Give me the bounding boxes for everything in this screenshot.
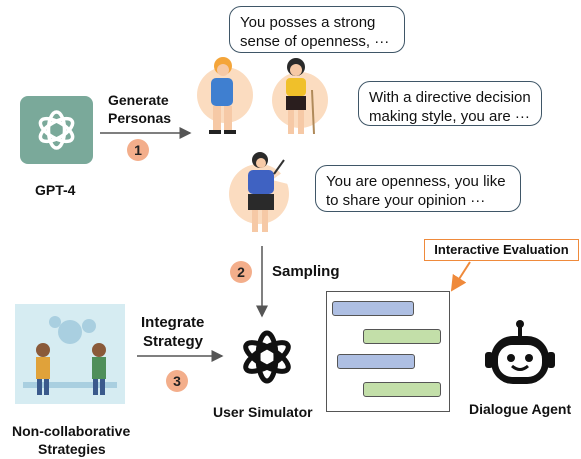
persona-illustration-2	[272, 58, 328, 135]
persona-bubble-1: You posses a strong sense of openness, ·…	[229, 6, 405, 53]
bubble-2-line2: making style, you are ···	[369, 108, 530, 125]
chat-bubble-agent	[363, 382, 441, 397]
persona-illustration-1	[197, 57, 253, 134]
bubble-2-line1: With a directive decision	[369, 89, 531, 106]
strategies-label-line2: Strategies	[38, 441, 106, 457]
step-1-badge: 1	[127, 139, 149, 161]
sampling-label: Sampling	[272, 263, 340, 280]
step-2-badge: 2	[230, 261, 252, 283]
evaluation-tag: Interactive Evaluation	[424, 239, 579, 261]
bubble-1-line1: You posses a strong	[240, 14, 376, 31]
dialogue-agent-label: Dialogue Agent	[469, 401, 572, 417]
bubble-1-line2: sense of openness, ···	[240, 33, 390, 50]
persona-bubble-3: You are openness, you like to share your…	[315, 165, 521, 212]
bubble-3-line2: to share your opinion ···	[326, 192, 486, 209]
conversation-panel	[326, 291, 450, 412]
generate-label: Generate	[108, 92, 169, 108]
user-simulator-label: User Simulator	[213, 404, 313, 420]
strategy-label: Strategy	[143, 333, 204, 350]
bubble-3-line1: You are openness, you like	[326, 173, 506, 190]
openai-icon	[243, 330, 291, 384]
gpt4-logo	[20, 96, 93, 164]
personas-label: Personas	[108, 110, 172, 126]
integrate-label: Integrate	[141, 314, 205, 331]
chat-bubble-agent	[363, 329, 441, 344]
arrow-evaluation	[450, 261, 471, 292]
openai-icon	[38, 110, 75, 150]
strategies-label-line1: Non-collaborative	[12, 423, 131, 439]
evaluation-label: Interactive Evaluation	[434, 242, 569, 257]
chat-bubble-user	[332, 301, 414, 316]
strategies-illustration	[15, 304, 125, 404]
persona-bubble-2: With a directive decision making style, …	[358, 81, 542, 126]
persona-illustration-3	[229, 152, 296, 232]
step-3-badge: 3	[166, 370, 188, 392]
gpt4-label: GPT-4	[35, 182, 76, 198]
chat-bubble-user	[337, 354, 415, 369]
robot-icon	[485, 320, 555, 384]
